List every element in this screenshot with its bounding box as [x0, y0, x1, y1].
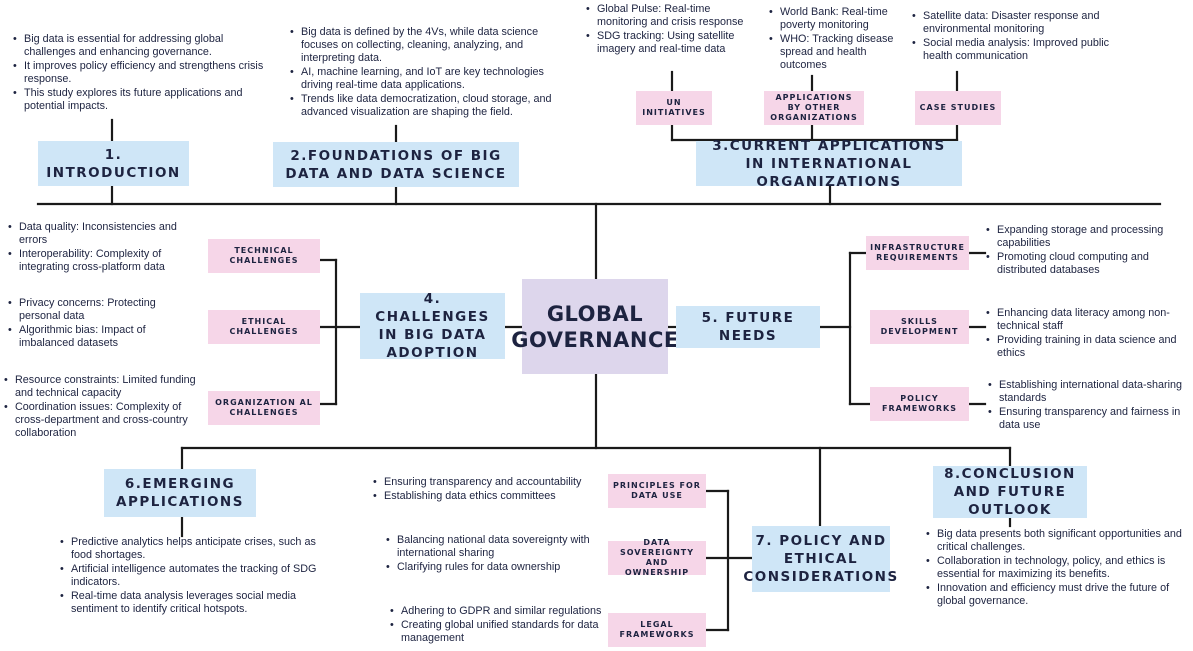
conclusion-bullet-2: Collaboration in technology, policy, and…	[926, 555, 1188, 581]
emerging-bullet-1: Predictive analytics helps anticipate cr…	[60, 536, 322, 562]
organizational-challenges-node: ORGANIZATION AL CHALLENGES	[208, 391, 320, 425]
case-studies-node: CASE STUDIES	[915, 91, 1001, 125]
organizational-bullet-1: Resource constraints: Limited funding an…	[4, 374, 204, 400]
sovereignty-bullet-1: Balancing national data sovereignty with…	[386, 534, 601, 560]
conclusion-bullets: Big data presents both significant oppor…	[926, 528, 1188, 609]
introduction-node: 1. INTRODUCTION	[38, 141, 189, 186]
infrastructure-label: INFRASTRUCTURE REQUIREMENTS	[870, 243, 965, 262]
policy-frameworks-label: POLICY FRAMEWORKS	[882, 394, 957, 413]
case-study-bullets: Satellite data: Disaster response and en…	[912, 10, 1132, 64]
skills-node: SKILLS DEVELOPMENT	[870, 310, 969, 344]
policy-ethics-node: 7. POLICY AND ETHICAL CONSIDERATIONS	[743, 526, 897, 592]
future-needs-title: 5. FUTURE NEEDS	[701, 310, 795, 344]
organizational-bullets: Resource constraints: Limited funding an…	[4, 374, 204, 441]
technical-challenges-node: TECHNICAL CHALLENGES	[208, 239, 320, 273]
ethical-challenges-node: ETHICAL CHALLENGES	[208, 310, 320, 344]
conclusion-node: 8.CONCLUSION AND FUTURE OUTLOOK	[933, 466, 1087, 518]
un-bullet-1: Global Pulse: Real-time monitoring and c…	[586, 3, 756, 29]
legal-bullet-1: Adhering to GDPR and similar regulations	[390, 605, 610, 618]
foundations-bullet-1: Big data is defined by the 4Vs, while da…	[290, 26, 572, 65]
principles-bullets: Ensuring transparency and accountability…	[373, 476, 605, 504]
infrastructure-bullet-2: Promoting cloud computing and distribute…	[986, 251, 1186, 277]
infrastructure-bullets: Expanding storage and processing capabil…	[986, 224, 1186, 278]
principles-label: PRINCIPLES FOR DATA USE	[613, 481, 701, 500]
technical-bullet-1: Data quality: Inconsistencies and errors	[8, 221, 203, 247]
introduction-title: 1. INTRODUCTION	[46, 146, 181, 181]
conclusion-bullet-1: Big data presents both significant oppor…	[926, 528, 1188, 554]
legal-bullets: Adhering to GDPR and similar regulations…	[390, 605, 610, 646]
foundations-bullets: Big data is defined by the 4Vs, while da…	[290, 26, 572, 120]
principles-bullet-2: Establishing data ethics committees	[373, 490, 605, 503]
sovereignty-bullets: Balancing national data sovereignty with…	[386, 534, 601, 575]
challenges-title: 4. CHALLENGES IN BIG DATA ADOPTION	[375, 291, 490, 361]
policy-ethics-title: 7. POLICY AND ETHICAL CONSIDERATIONS	[743, 533, 899, 585]
other-orgs-label: APPLICATIONS BY OTHER ORGANIZATIONS	[770, 93, 858, 122]
principles-node: PRINCIPLES FOR DATA USE	[608, 474, 706, 508]
infrastructure-node: INFRASTRUCTURE REQUIREMENTS	[866, 236, 969, 270]
un-bullets: Global Pulse: Real-time monitoring and c…	[586, 3, 756, 57]
current-applications-title: 3.CURRENT APPLICATIONS IN INTERNATIONAL …	[712, 137, 946, 190]
technical-bullets: Data quality: Inconsistencies and errors…	[8, 221, 203, 275]
policy-frameworks-bullet-2: Ensuring transparency and fairness in da…	[988, 406, 1188, 432]
other-orgs-node: APPLICATIONS BY OTHER ORGANIZATIONS	[764, 91, 864, 125]
emerging-bullet-2: Artificial intelligence automates the tr…	[60, 563, 322, 589]
ethical-bullet-1: Privacy concerns: Protecting personal da…	[8, 297, 200, 323]
ethical-bullet-2: Algorithmic bias: Impact of imbalanced d…	[8, 324, 200, 350]
challenges-node: 4. CHALLENGES IN BIG DATA ADOPTION	[360, 291, 505, 361]
foundations-node: 2.FOUNDATIONS OF BIG DATA AND DATA SCIEN…	[273, 142, 519, 187]
case-study-bullet-2: Social media analysis: Improved public h…	[912, 37, 1132, 63]
conclusion-title: 8.CONCLUSION AND FUTURE OUTLOOK	[944, 466, 1076, 518]
sovereignty-label: DATA SOVEREIGNTY AND OWNERSHIP	[619, 538, 695, 577]
conclusion-bullet-3: Innovation and efficiency must drive the…	[926, 582, 1188, 608]
future-needs-node: 5. FUTURE NEEDS	[676, 306, 820, 348]
foundations-title: 2.FOUNDATIONS OF BIG DATA AND DATA SCIEN…	[285, 147, 507, 182]
case-studies-label: CASE STUDIES	[919, 103, 997, 112]
other-org-bullet-2: WHO: Tracking disease spread and health …	[769, 33, 909, 72]
emerging-bullets: Predictive analytics helps anticipate cr…	[60, 536, 322, 617]
un-initiatives-label: UN INITIATIVES	[642, 98, 706, 117]
foundations-bullet-3: Trends like data democratization, cloud …	[290, 93, 572, 119]
sovereignty-node: DATA SOVEREIGNTY AND OWNERSHIP	[608, 538, 706, 577]
principles-bullet-1: Ensuring transparency and accountability	[373, 476, 605, 489]
legal-frameworks-node: LEGAL FRAMEWORKS	[608, 613, 706, 647]
central-node-label: GLOBAL GOVERNANCE	[511, 301, 679, 352]
other-org-bullet-1: World Bank: Real-time poverty monitoring	[769, 6, 909, 32]
central-node: GLOBAL GOVERNANCE	[511, 279, 678, 374]
skills-bullets: Enhancing data literacy among non-techni…	[986, 307, 1188, 361]
legal-bullet-2: Creating global unified standards for da…	[390, 619, 610, 645]
intro-bullet-3: This study explores its future applicati…	[13, 87, 268, 113]
un-initiatives-node: UN INITIATIVES	[636, 91, 712, 125]
emerging-bullet-3: Real-time data analysis leverages social…	[60, 590, 322, 616]
intro-bullet-2: It improves policy efficiency and streng…	[13, 60, 268, 86]
infrastructure-bullet-1: Expanding storage and processing capabil…	[986, 224, 1186, 250]
ethical-challenges-label: ETHICAL CHALLENGES	[229, 317, 299, 336]
technical-challenges-label: TECHNICAL CHALLENGES	[229, 246, 299, 265]
policy-frameworks-bullet-1: Establishing international data-sharing …	[988, 379, 1188, 405]
technical-bullet-2: Interoperability: Complexity of integrat…	[8, 248, 203, 274]
foundations-bullet-2: AI, machine learning, and IoT are key te…	[290, 66, 572, 92]
intro-bullets: Big data is essential for addressing glo…	[13, 33, 268, 114]
other-org-bullets: World Bank: Real-time poverty monitoring…	[769, 6, 909, 73]
sovereignty-bullet-2: Clarifying rules for data ownership	[386, 561, 601, 574]
emerging-applications-node: 6.EMERGING APPLICATIONS	[104, 469, 256, 517]
legal-frameworks-label: LEGAL FRAMEWORKS	[619, 620, 695, 639]
policy-frameworks-bullets: Establishing international data-sharing …	[988, 379, 1188, 433]
un-bullet-2: SDG tracking: Using satellite imagery an…	[586, 30, 756, 56]
skills-label: SKILLS DEVELOPMENT	[880, 317, 959, 336]
ethical-bullets: Privacy concerns: Protecting personal da…	[8, 297, 200, 351]
policy-frameworks-node: POLICY FRAMEWORKS	[870, 387, 969, 421]
skills-bullet-1: Enhancing data literacy among non-techni…	[986, 307, 1188, 333]
skills-bullet-2: Providing training in data science and e…	[986, 334, 1188, 360]
intro-bullet-1: Big data is essential for addressing glo…	[13, 33, 268, 59]
organizational-challenges-label: ORGANIZATION AL CHALLENGES	[215, 398, 313, 417]
emerging-applications-title: 6.EMERGING APPLICATIONS	[116, 476, 244, 510]
organizational-bullet-2: Coordination issues: Complexity of cross…	[4, 401, 204, 440]
current-applications-node: 3.CURRENT APPLICATIONS IN INTERNATIONAL …	[696, 138, 962, 190]
case-study-bullet-1: Satellite data: Disaster response and en…	[912, 10, 1132, 36]
